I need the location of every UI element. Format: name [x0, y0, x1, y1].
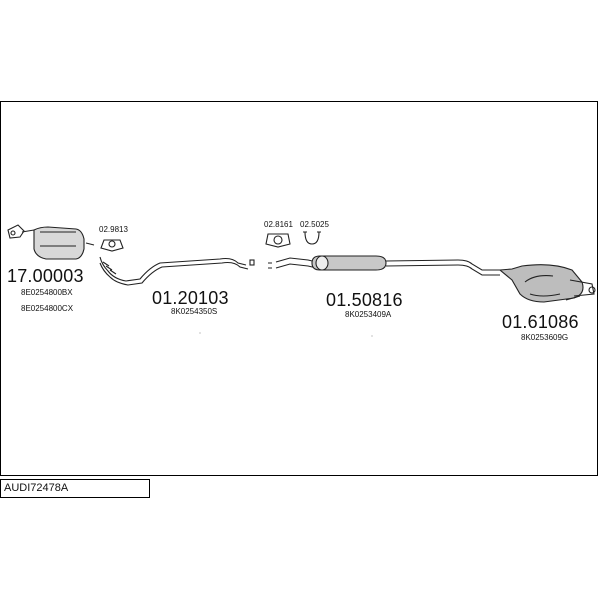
centre-silencer-icon[interactable]: [268, 255, 500, 276]
rear-silencer-icon[interactable]: [498, 264, 596, 303]
front-pipe-icon[interactable]: [99, 256, 255, 286]
gasket-icon[interactable]: [265, 233, 291, 248]
catalytic-converter-icon[interactable]: [7, 224, 95, 260]
part-reference: 8K0253609G: [521, 333, 569, 342]
diagram-frame: [0, 101, 598, 476]
gasket-number: 02.8161: [264, 220, 293, 229]
gasket-icon[interactable]: [100, 239, 124, 252]
part-reference: 8E0254800CX: [21, 304, 74, 313]
clamp-icon[interactable]: [303, 231, 321, 245]
gasket-number: 02.9813: [99, 225, 128, 234]
diagram-code: AUDI72478A: [0, 479, 150, 498]
part-number: 17.00003: [7, 266, 84, 286]
gasket-number: 02.5025: [300, 220, 329, 229]
part-number: 01.61086: [502, 312, 579, 332]
part-reference: 8K0254350S: [171, 307, 218, 316]
part-reference: 8K0253409A: [345, 310, 392, 319]
part-number: 01.20103: [152, 288, 229, 308]
part-number: 01.50816: [326, 290, 403, 310]
part-reference: 8E0254800BX: [21, 288, 73, 297]
